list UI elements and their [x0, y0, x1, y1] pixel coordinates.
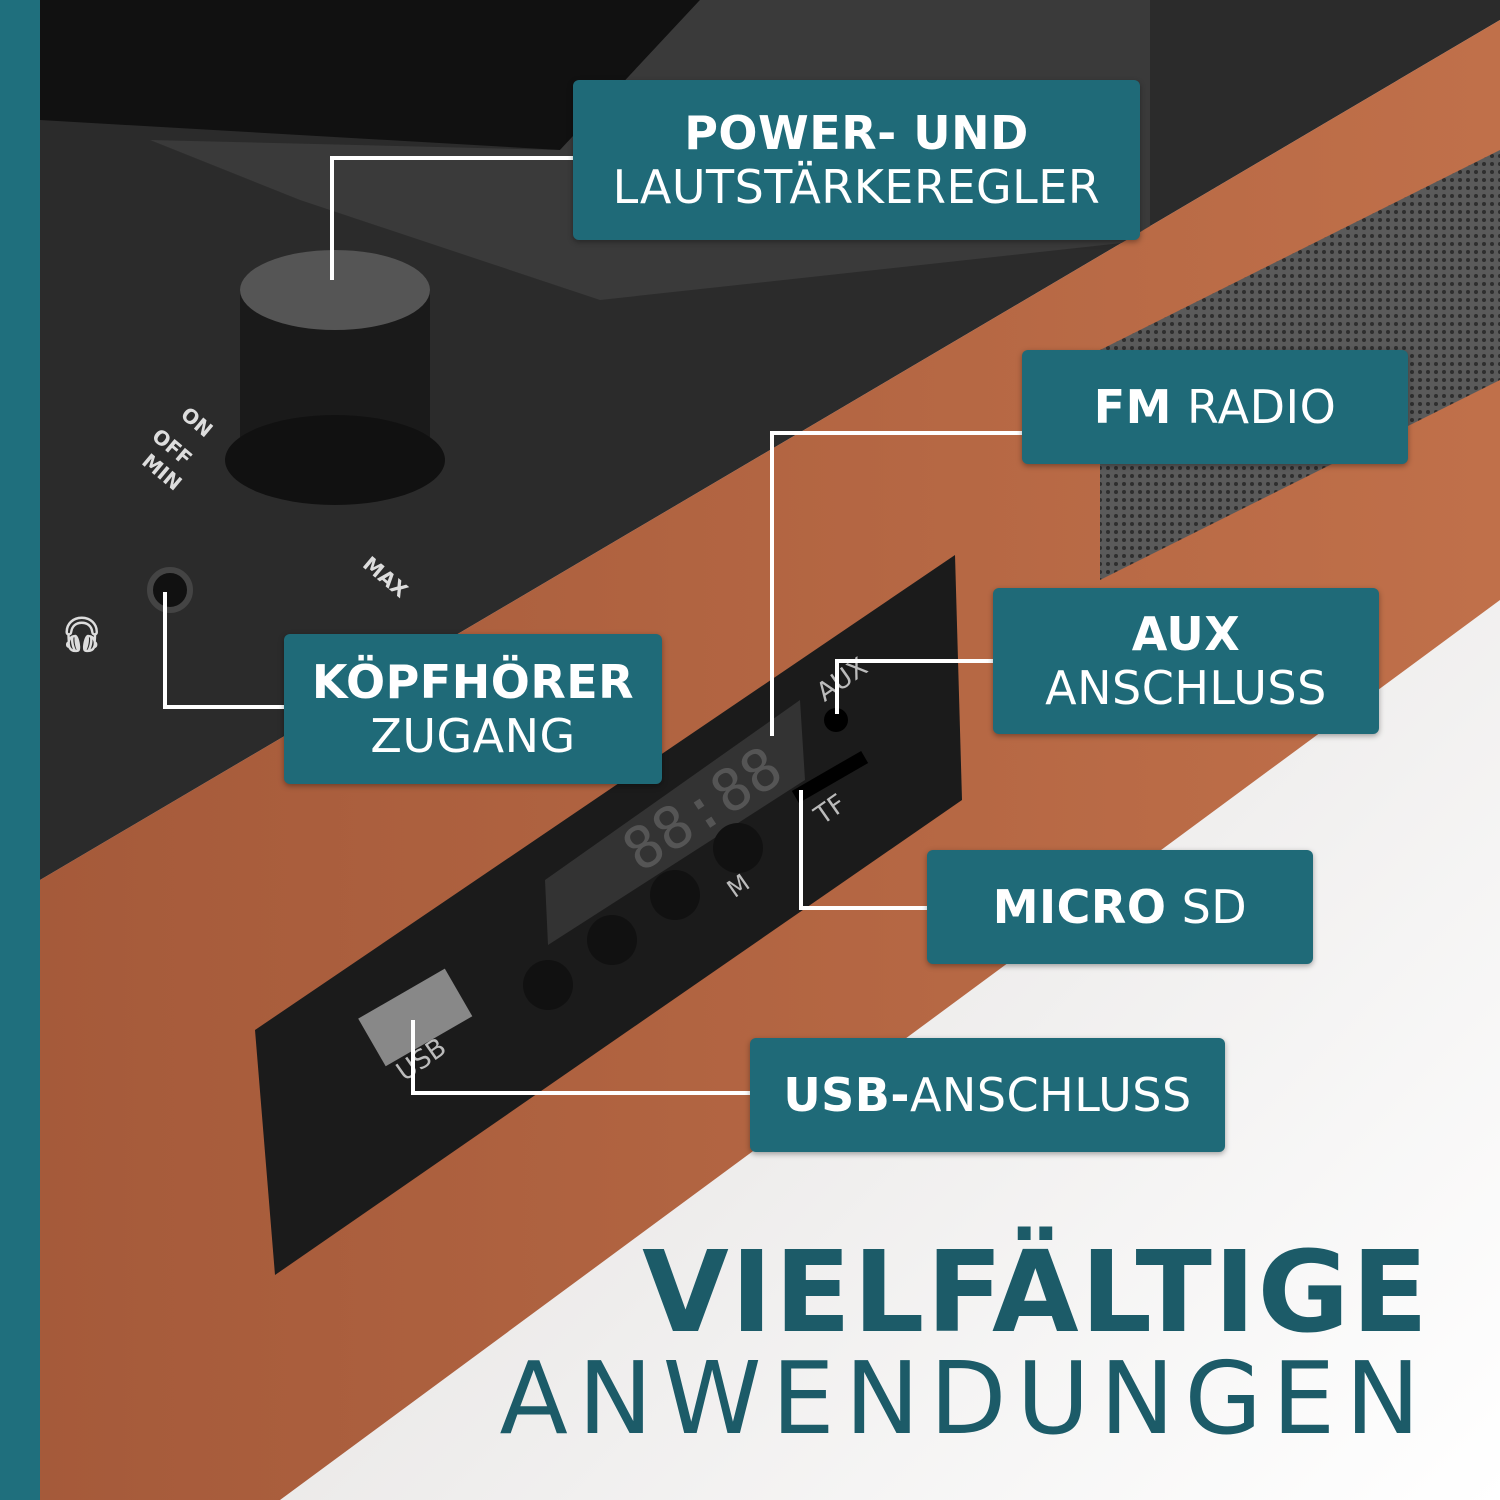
label-aux-regular: ANSCHLUSS	[1045, 661, 1327, 715]
connector-microsd	[799, 906, 929, 910]
label-fm-radio: FM RADIO	[1022, 350, 1408, 464]
lcd-display	[545, 700, 805, 945]
connector-power	[330, 156, 575, 160]
label-headphone: KÖPFHÖRER ZUGANG	[284, 634, 662, 784]
label-microsd-regular: SD	[1166, 880, 1248, 934]
label-usb: USB-ANSCHLUSS	[750, 1038, 1225, 1152]
label-power-bold: POWER- UND	[684, 106, 1029, 160]
aux-port	[824, 708, 848, 732]
usb-port	[358, 968, 473, 1067]
connector-headphone-v	[163, 592, 167, 708]
headphone-icon: 🎧︎	[60, 615, 104, 655]
label-usb-bold: USB-	[783, 1068, 910, 1122]
label-aux: AUX ANSCHLUSS	[993, 588, 1379, 734]
label-headphone-bold: KÖPFHÖRER	[311, 655, 635, 709]
connector-microsd-v	[799, 790, 803, 910]
label-micro-sd: MICRO SD	[927, 850, 1313, 964]
label-headphone-regular: ZUGANG	[370, 709, 576, 763]
label-usb-regular: ANSCHLUSS	[909, 1068, 1192, 1122]
accent-strip	[0, 0, 40, 1500]
headline-line1: VIELFÄLTIGE	[642, 1228, 1430, 1358]
connector-usb-v	[411, 1020, 415, 1095]
connector-aux-v	[835, 659, 839, 714]
connector-fm-v	[770, 431, 774, 736]
label-microsd-bold: MICRO	[992, 880, 1167, 934]
microsd-slot	[791, 750, 869, 804]
connector-aux	[835, 659, 993, 663]
label-aux-bold: AUX	[1131, 607, 1241, 661]
headline-line2: ANWENDUNGEN	[499, 1340, 1430, 1457]
label-fm-regular: RADIO	[1171, 380, 1337, 434]
connector-usb	[411, 1091, 751, 1095]
connector-power-v	[330, 156, 334, 280]
label-power-regular: LAUTSTÄRKEREGLER	[612, 160, 1101, 214]
connector-headphone	[163, 705, 285, 709]
label-fm-bold: FM	[1093, 380, 1172, 434]
connector-fm	[770, 431, 1022, 435]
label-power-volume: POWER- UND LAUTSTÄRKEREGLER	[573, 80, 1140, 240]
